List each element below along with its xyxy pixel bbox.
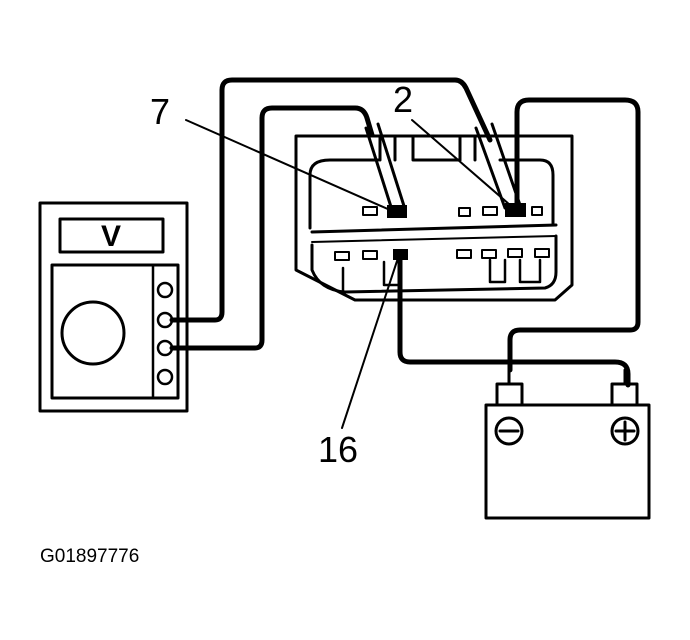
voltmeter-dial	[60, 300, 126, 366]
meter-jack	[156, 368, 174, 386]
minus-icon	[494, 416, 524, 446]
voltmeter-display-letter: V	[101, 220, 122, 253]
pin-7-label: 7	[150, 91, 171, 132]
figure-id: G01897776	[40, 546, 140, 567]
pin-2-label: 2	[393, 79, 414, 120]
voltmeter-probe-leads	[169, 77, 493, 351]
battery-jumper-wires	[397, 97, 641, 388]
meter-jack	[156, 281, 174, 299]
voltmeter-display	[58, 217, 165, 254]
pin-7-contact	[387, 205, 407, 218]
battery-terminal-negative	[495, 382, 524, 407]
battery	[484, 368, 651, 520]
connector	[294, 134, 574, 302]
pin-contacts	[387, 203, 526, 260]
pin-16-contact	[393, 249, 408, 260]
callout-leaders	[185, 119, 511, 429]
battery-terminal-positive	[610, 382, 639, 407]
pin-2-contact	[505, 203, 526, 217]
voltmeter	[38, 201, 189, 413]
plus-icon	[610, 416, 640, 446]
pin-16-label: 16	[318, 429, 359, 470]
